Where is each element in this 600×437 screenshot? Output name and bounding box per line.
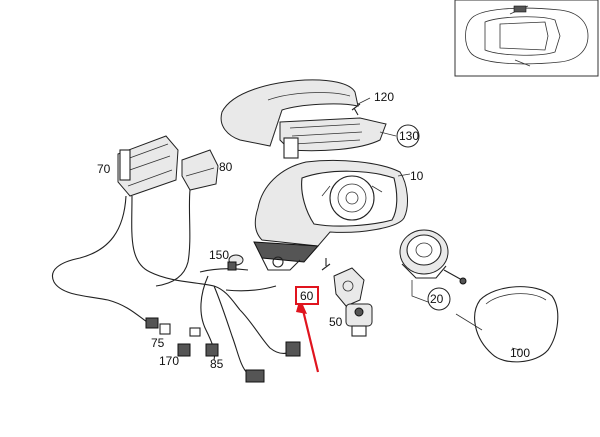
- part-label-130: 130: [399, 129, 419, 143]
- part-label-100: 100: [510, 346, 530, 360]
- part-label-70: 70: [97, 162, 111, 176]
- part-label-20: 20: [430, 292, 444, 306]
- mirror-housing-part: [253, 160, 411, 271]
- connector-170: [177, 343, 191, 357]
- part-labels: 120 130 10 70 80 150 60 50 20 100 75 170 85: [97, 90, 530, 371]
- part-label-150: 150: [209, 248, 229, 262]
- connector-85: [189, 327, 219, 357]
- part-label-85: 85: [210, 357, 224, 371]
- camera-unit-part: [345, 303, 373, 337]
- red-arrow-icon: [296, 298, 320, 373]
- connector-module-part: [181, 149, 219, 191]
- control-unit-part: [117, 135, 179, 197]
- part-label-170: 170: [159, 354, 179, 368]
- mirror-glass-part: [455, 286, 559, 363]
- part-label-60: 60: [300, 289, 314, 303]
- turn-signal-lens-part: [279, 117, 397, 159]
- part-label-circle-130: [396, 124, 420, 148]
- part-label-circle-20: [427, 287, 451, 311]
- connector-75: [145, 317, 171, 335]
- part-label-10: 10: [410, 169, 424, 183]
- screw-part: [351, 103, 361, 116]
- connector-pigtail: [245, 341, 301, 383]
- part-label-box-60: [295, 286, 319, 305]
- part-label-75: 75: [151, 336, 165, 350]
- bracket-sensor-part: [321, 258, 365, 307]
- part-label-50: 50: [329, 315, 343, 329]
- car-top-view-icon: [465, 5, 589, 67]
- mirror-adjust-motor-part: [399, 229, 467, 303]
- clip-part: [227, 254, 244, 271]
- part-label-80: 80: [219, 160, 233, 174]
- wiring-harness: [52, 189, 295, 375]
- part-label-120: 120: [374, 90, 394, 104]
- vehicle-location-inset: [454, 0, 599, 77]
